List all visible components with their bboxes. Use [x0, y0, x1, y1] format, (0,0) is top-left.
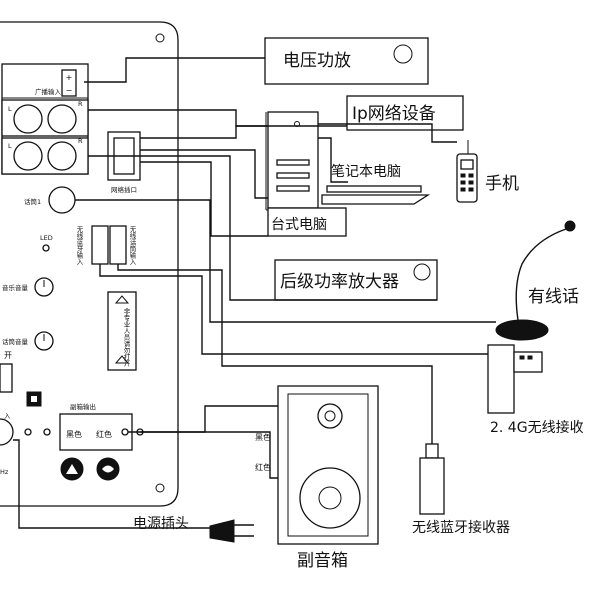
- hz-label: Hz: [0, 468, 9, 476]
- volume-knob-music[interactable]: [34, 277, 54, 297]
- phone-label: 手机: [485, 174, 519, 194]
- bt-receiver-label: 无线蓝牙接收器: [412, 519, 510, 536]
- rca-jack-r-bottom[interactable]: [47, 141, 77, 171]
- sub-out-terminal[interactable]: [121, 428, 129, 436]
- warning-label: 非专业人员请勿打开: [107, 291, 137, 371]
- r-label-top: R: [78, 100, 83, 108]
- power-switch[interactable]: [0, 363, 13, 393]
- screw-hole-top: [155, 33, 165, 43]
- wireless-bt-label: 无线蓝牙输入: [75, 226, 83, 265]
- power-plug-label: 电源插头: [133, 516, 189, 532]
- device-phone: 手机: [456, 140, 519, 203]
- device-laptop: 笔记本电脑: [321, 164, 431, 205]
- rear-amp-label: 后级功率放大器: [280, 272, 399, 292]
- l-label-top: L: [8, 105, 12, 113]
- device-ip-network: Ip网络设备: [346, 95, 464, 131]
- mic1-jack[interactable]: [48, 186, 76, 214]
- power-in-jack[interactable]: [0, 418, 14, 446]
- rca-jack-r-top[interactable]: [47, 104, 77, 134]
- device-wired-mic: 有线话: [495, 220, 579, 341]
- warning-text: 非专业人员请勿打开: [122, 307, 130, 368]
- broadcast-terminal: [61, 69, 77, 97]
- broadcast-input-label: 广播输入: [35, 87, 62, 96]
- device-24g-receiver: 2. 4G无线接收: [487, 344, 584, 436]
- rca-jack-l-top[interactable]: [13, 104, 43, 134]
- wireless-mic-label: 无线话筒输入: [128, 226, 136, 265]
- voltage-amp-label: 电压功放: [283, 51, 351, 71]
- device-rear-amp: 后级功率放大器: [274, 259, 438, 301]
- subwoofer-label: 副音箱: [297, 551, 348, 571]
- amplifier-panel: + − 广播输入 L R L R 网络插口 话筒1 无线蓝牙输入 无线话筒输入 …: [0, 21, 179, 507]
- power-switch-label: 开: [4, 351, 12, 360]
- device-desktop: 台式电脑: [265, 111, 347, 237]
- device-voltage-amp: 电压功放: [264, 37, 429, 85]
- volume-knob-mic[interactable]: [34, 331, 54, 351]
- sub-black-label: 黑色: [66, 429, 82, 439]
- wired-mic-label: 有线话: [528, 287, 579, 307]
- led-label: LED: [40, 234, 53, 242]
- speaker-black-label: 黑色: [255, 432, 271, 442]
- desktop-label: 台式电脑: [271, 217, 327, 233]
- sub-red-label: 红色: [96, 429, 112, 439]
- device-power-plug: 电源插头: [133, 516, 254, 543]
- wireless-bt-input[interactable]: [91, 225, 109, 265]
- plus-label: +: [66, 73, 73, 82]
- led-indicator: [42, 244, 50, 252]
- minus-label: −: [66, 86, 73, 95]
- sub-out-label: 副箱输出: [70, 402, 96, 411]
- r-label-bottom: R: [78, 137, 83, 145]
- receiver-24g-label: 2. 4G无线接收: [490, 419, 584, 436]
- rear-amp-knob: [413, 263, 431, 281]
- device-bt-receiver: 无线蓝牙接收器: [412, 443, 510, 536]
- network-port-label: 网络插口: [111, 185, 137, 194]
- in-label: 入: [4, 412, 11, 420]
- ip-network-label: Ip网络设备: [352, 104, 436, 124]
- screw-hole-bottom: [155, 483, 165, 493]
- mic1-label: 话筒1: [24, 197, 41, 206]
- volume2-label: 话筒音量: [2, 337, 29, 346]
- l-label-bottom: L: [8, 142, 12, 150]
- laptop-label: 笔记本电脑: [331, 164, 401, 180]
- rca-jack-l-bottom[interactable]: [13, 141, 43, 171]
- volume1-label: 音乐音量: [2, 283, 29, 292]
- voltage-amp-knob: [393, 44, 413, 64]
- device-subwoofer: 黑色 红色 副音箱: [255, 385, 379, 571]
- wireless-mic-input[interactable]: [109, 225, 127, 265]
- speaker-red-label: 红色: [255, 462, 271, 472]
- connection-wires: [13, 57, 496, 529]
